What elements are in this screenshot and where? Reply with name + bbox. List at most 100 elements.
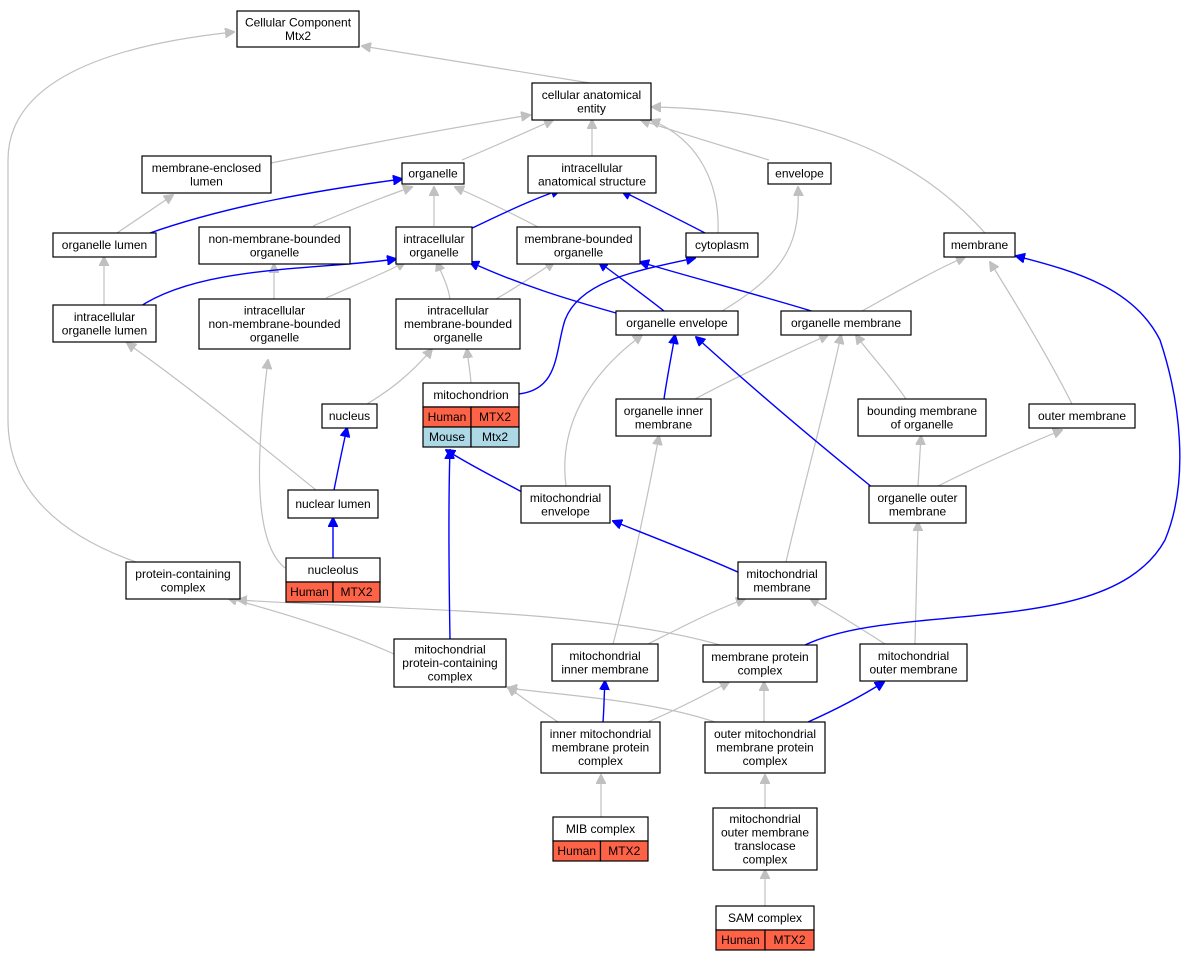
- term-label: organelle: [408, 167, 458, 181]
- term-label: organelle membrane: [791, 316, 901, 330]
- term-node-outm[interactable]: outer membrane: [1028, 403, 1136, 429]
- term-label: inner mitochondrial: [550, 727, 651, 741]
- edge-omp-mpcc: [508, 688, 716, 723]
- edge-inmbo-io: [325, 262, 405, 299]
- term-box: [615, 398, 712, 437]
- term-box: [198, 226, 351, 265]
- term-node-cyto[interactable]: cytoplasm: [685, 232, 759, 258]
- edge-bmo-omem: [856, 335, 907, 400]
- term-box: [540, 721, 661, 774]
- edge-mim-mmem: [647, 599, 745, 645]
- term-node-env[interactable]: envelope: [767, 162, 832, 185]
- term-label: of organelle: [891, 417, 954, 431]
- term-label: cytoplasm: [695, 238, 749, 252]
- term-node-nl[interactable]: nuclear lumen: [287, 489, 379, 519]
- term-label: protein-containing: [402, 656, 497, 670]
- term-node-ol[interactable]: organelle lumen: [52, 232, 157, 258]
- term-label: complex: [738, 663, 783, 677]
- term-label: nucleus: [329, 409, 370, 423]
- term-box: [531, 82, 652, 121]
- term-box: [401, 162, 465, 185]
- term-label: mitochondrial: [729, 812, 800, 826]
- term-label: envelope: [775, 167, 824, 181]
- term-node-inmbo[interactable]: intracellularnon-membrane-boundedorganel…: [198, 298, 351, 350]
- term-label: organelle: [250, 331, 300, 345]
- edge-menv-mito: [446, 450, 523, 493]
- term-label: outer membrane: [869, 662, 957, 676]
- term-node-nuc[interactable]: nucleus: [321, 403, 378, 429]
- annotation-gene-label: Mtx2: [482, 430, 508, 444]
- edge-iol-io: [137, 259, 396, 309]
- edge-nuc-imbo: [366, 349, 432, 405]
- term-node-omem[interactable]: organelle membrane: [780, 310, 912, 336]
- term-box: [422, 382, 520, 408]
- term-box: [125, 561, 241, 600]
- term-label: SAM complex: [728, 911, 802, 925]
- term-label: complex: [743, 852, 788, 866]
- term-label: organelle envelope: [626, 316, 728, 330]
- term-box: [287, 489, 379, 519]
- term-box: [685, 232, 759, 258]
- annotation-gene-label: MTX2: [340, 585, 372, 599]
- annotation-species-label: Human: [557, 844, 596, 858]
- term-label: Mtx2: [285, 29, 311, 43]
- edge-imbo-mbo: [495, 262, 554, 300]
- edge-cyto-ias: [622, 191, 706, 234]
- annotation-species-label: Mouse: [429, 430, 465, 444]
- term-label: intracellular: [74, 310, 135, 324]
- term-label: intracellular: [403, 232, 464, 246]
- term-label: MIB complex: [566, 822, 635, 836]
- term-label: protein-containing: [135, 567, 230, 581]
- term-label: outer membrane: [721, 825, 809, 839]
- term-box: [615, 310, 739, 336]
- edge-mbo-org: [455, 187, 541, 229]
- term-label: membrane protein: [711, 650, 808, 664]
- annotation-gene-label: MTX2: [479, 410, 511, 424]
- edge-env-cae: [641, 120, 770, 161]
- edge-mmem-menv: [613, 521, 741, 574]
- term-box: [516, 226, 641, 265]
- edge-mmem-omem: [785, 335, 841, 563]
- annotation-species-label: Human: [290, 585, 329, 599]
- term-label: complex: [578, 754, 623, 768]
- term-box: [552, 816, 649, 842]
- term-label: nuclear lumen: [295, 497, 370, 511]
- term-label: outer mitochondrial: [714, 727, 816, 741]
- term-label: membrane-bounded: [404, 317, 512, 331]
- term-node-org[interactable]: organelle: [401, 162, 465, 185]
- term-label: outer membrane: [1038, 409, 1126, 423]
- annotation-gene-cell: [470, 426, 520, 448]
- term-label: cellular anatomical: [542, 88, 641, 102]
- edge-mito-cyto: [517, 258, 695, 395]
- term-node-oenv[interactable]: organelle envelope: [615, 310, 739, 336]
- term-label: envelope: [541, 504, 590, 518]
- term-node-mem[interactable]: membrane: [943, 232, 1016, 258]
